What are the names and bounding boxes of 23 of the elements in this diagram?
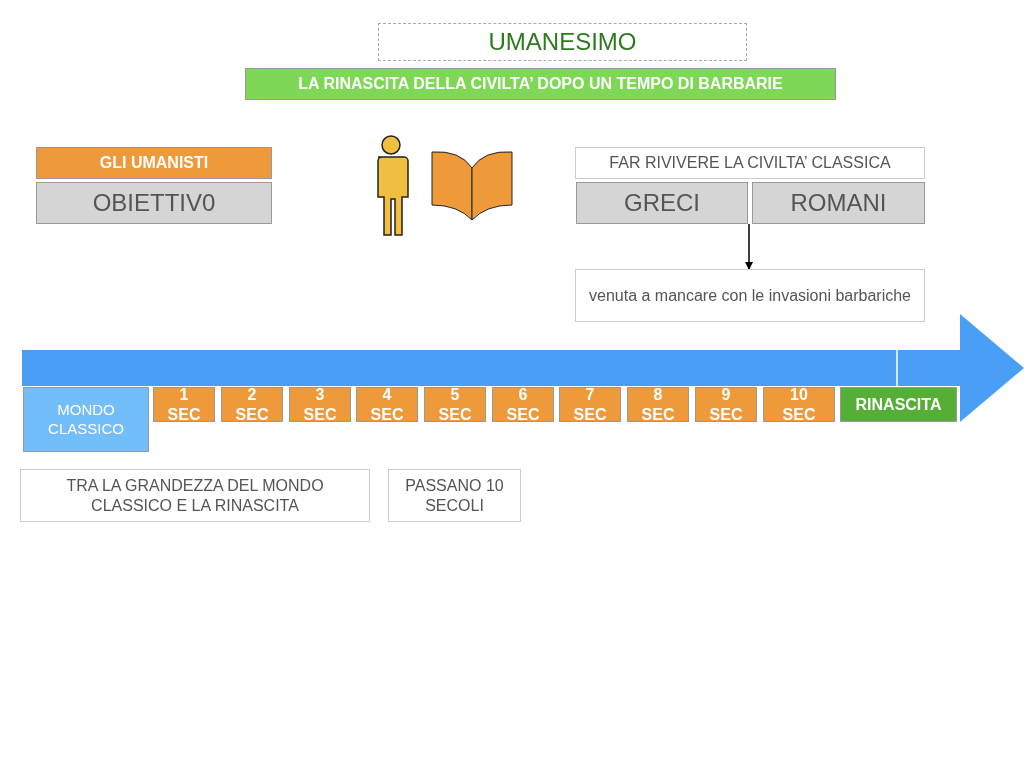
text-box: venuta a mancare con le invasioni barbariche bbox=[575, 269, 925, 322]
era-box: RINASCITA bbox=[840, 387, 957, 422]
label-box: GLI UMANISTI bbox=[36, 147, 272, 179]
era-box: MONDO CLASSICO bbox=[23, 387, 149, 452]
century-box: 3 SEC bbox=[289, 387, 351, 422]
century-box: 1 SEC bbox=[153, 387, 215, 422]
century-box: 2 SEC bbox=[221, 387, 283, 422]
century-box: 4 SEC bbox=[356, 387, 418, 422]
text-box: PASSANO 10 SECOLI bbox=[388, 469, 521, 522]
arrow bbox=[745, 223, 753, 270]
title-text: UMANESIMO bbox=[378, 23, 747, 61]
century-box: 6 SEC bbox=[492, 387, 554, 422]
label-box: OBIETTIV0 bbox=[36, 182, 272, 224]
century-box: 10 SEC bbox=[763, 387, 835, 422]
text-box: TRA LA GRANDEZZA DEL MONDO CLASSICO E LA RINASCITA bbox=[20, 469, 370, 522]
century-box: 9 SEC bbox=[695, 387, 757, 422]
text-box: FAR RIVIVERE LA CIVILTA’ CLASSICA bbox=[575, 147, 925, 179]
subtitle-banner: LA RINASCITA DELLA CIVILTA’ DOPO UN TEMPO DI BARBARIE bbox=[245, 68, 836, 100]
century-box: 7 SEC bbox=[559, 387, 621, 422]
label-box: ROMANI bbox=[752, 182, 925, 224]
century-box: 8 SEC bbox=[627, 387, 689, 422]
label-box: GRECI bbox=[576, 182, 748, 224]
century-box: 5 SEC bbox=[424, 387, 486, 422]
